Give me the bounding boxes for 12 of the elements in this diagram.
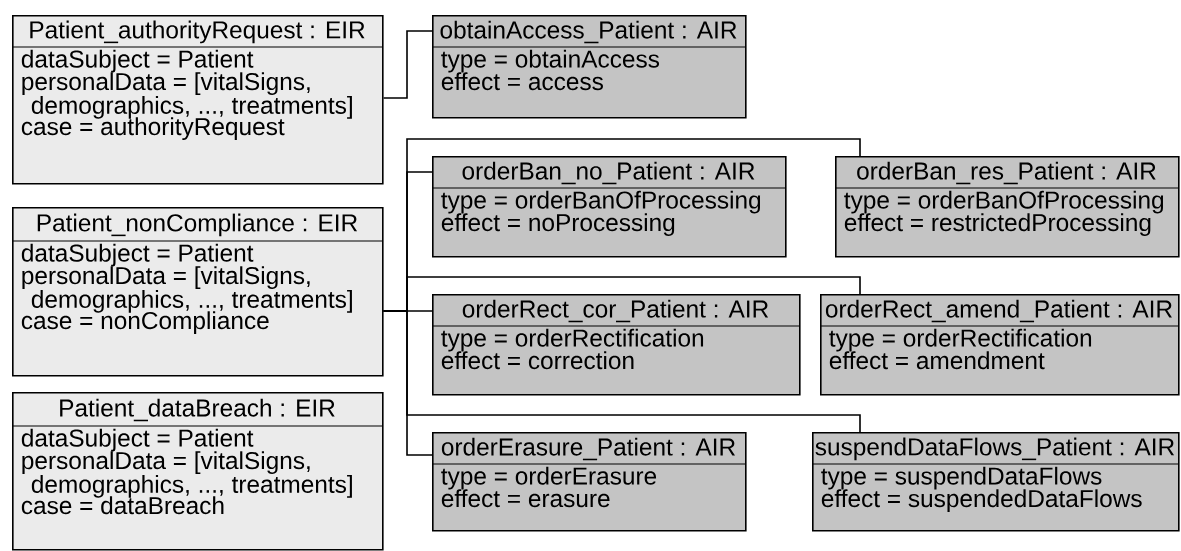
class-box: orderBan_no_Patient : AIR type = orderBanOfProcessing effect = noProcessing bbox=[431, 156, 787, 258]
class-box: Patient_dataBreach : EIR dataSubject = Patient personalData = [vitalSigns, demographics, ..., treatments] case = dataBreach bbox=[11, 392, 384, 551]
connector-line bbox=[382, 310, 861, 433]
class-box: orderBan_res_Patient : AIR type = orderBanOfProcessing effect = restrictedProcessing bbox=[834, 156, 1180, 258]
connector-line bbox=[382, 30, 433, 99]
class-box: Patient_authorityRequest : EIR dataSubject = Patient personalData = [vitalSigns, demographics, ..., treatments] case = authorityRequest bbox=[11, 15, 384, 185]
class-box: orderErasure_Patient : AIR type = orderErasure effect = erasure bbox=[431, 432, 747, 532]
class-box: orderRect_amend_Patient : AIR type = orderRectification effect = amendment bbox=[819, 294, 1180, 396]
class-box: Patient_nonCompliance : EIR dataSubject = Patient personalData = [vitalSigns, demographics, ..., treatments] case = nonCompliance bbox=[11, 207, 384, 377]
class-box: orderRect_cor_Patient : AIR type = orderRectification effect = correction bbox=[431, 294, 801, 396]
class-box: suspendDataFlows_Patient : AIR type = suspendDataFlows effect = suspendedDataFlows bbox=[811, 432, 1180, 532]
class-box: obtainAccess_Patient : AIR type = obtainAccess effect = access bbox=[431, 15, 747, 119]
